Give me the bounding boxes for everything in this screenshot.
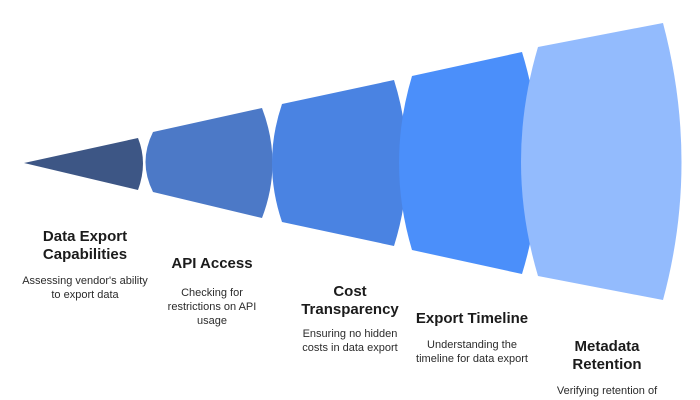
step-metadata-retention: Metadata Retention Verifying retention o…	[548, 338, 666, 398]
step-title: Metadata Retention	[572, 338, 642, 373]
step-description: Ensuring no hidden costs in data export	[302, 328, 398, 354]
step-description: Checking for restrictions on API usage	[167, 287, 257, 327]
step-title: API Access	[171, 255, 253, 272]
funnel-segment-5	[521, 23, 682, 300]
step-export-timeline: Export Timeline Understanding the timeli…	[415, 310, 529, 366]
step-description: Assessing vendor's ability to export dat…	[22, 275, 148, 301]
funnel-segment-2	[145, 108, 273, 218]
step-title: Cost Transparency	[301, 283, 399, 318]
step-description: Understanding the timeline for data expo…	[416, 339, 528, 365]
funnel-segment-1	[24, 138, 143, 190]
step-description: Verifying retention of	[556, 385, 658, 397]
step-cost-transparency: Cost Transparency Ensuring no hidden cos…	[290, 283, 410, 355]
step-title: Export Timeline	[415, 310, 529, 327]
funnel-segment-3	[272, 80, 407, 246]
step-title: Data Export Capabilities	[42, 228, 128, 263]
step-api-access: API Access Checking for restrictions on …	[160, 255, 264, 328]
step-data-export-capabilities: Data Export Capabilities Assessing vendo…	[20, 228, 150, 302]
funnel-segment-4	[399, 52, 539, 274]
